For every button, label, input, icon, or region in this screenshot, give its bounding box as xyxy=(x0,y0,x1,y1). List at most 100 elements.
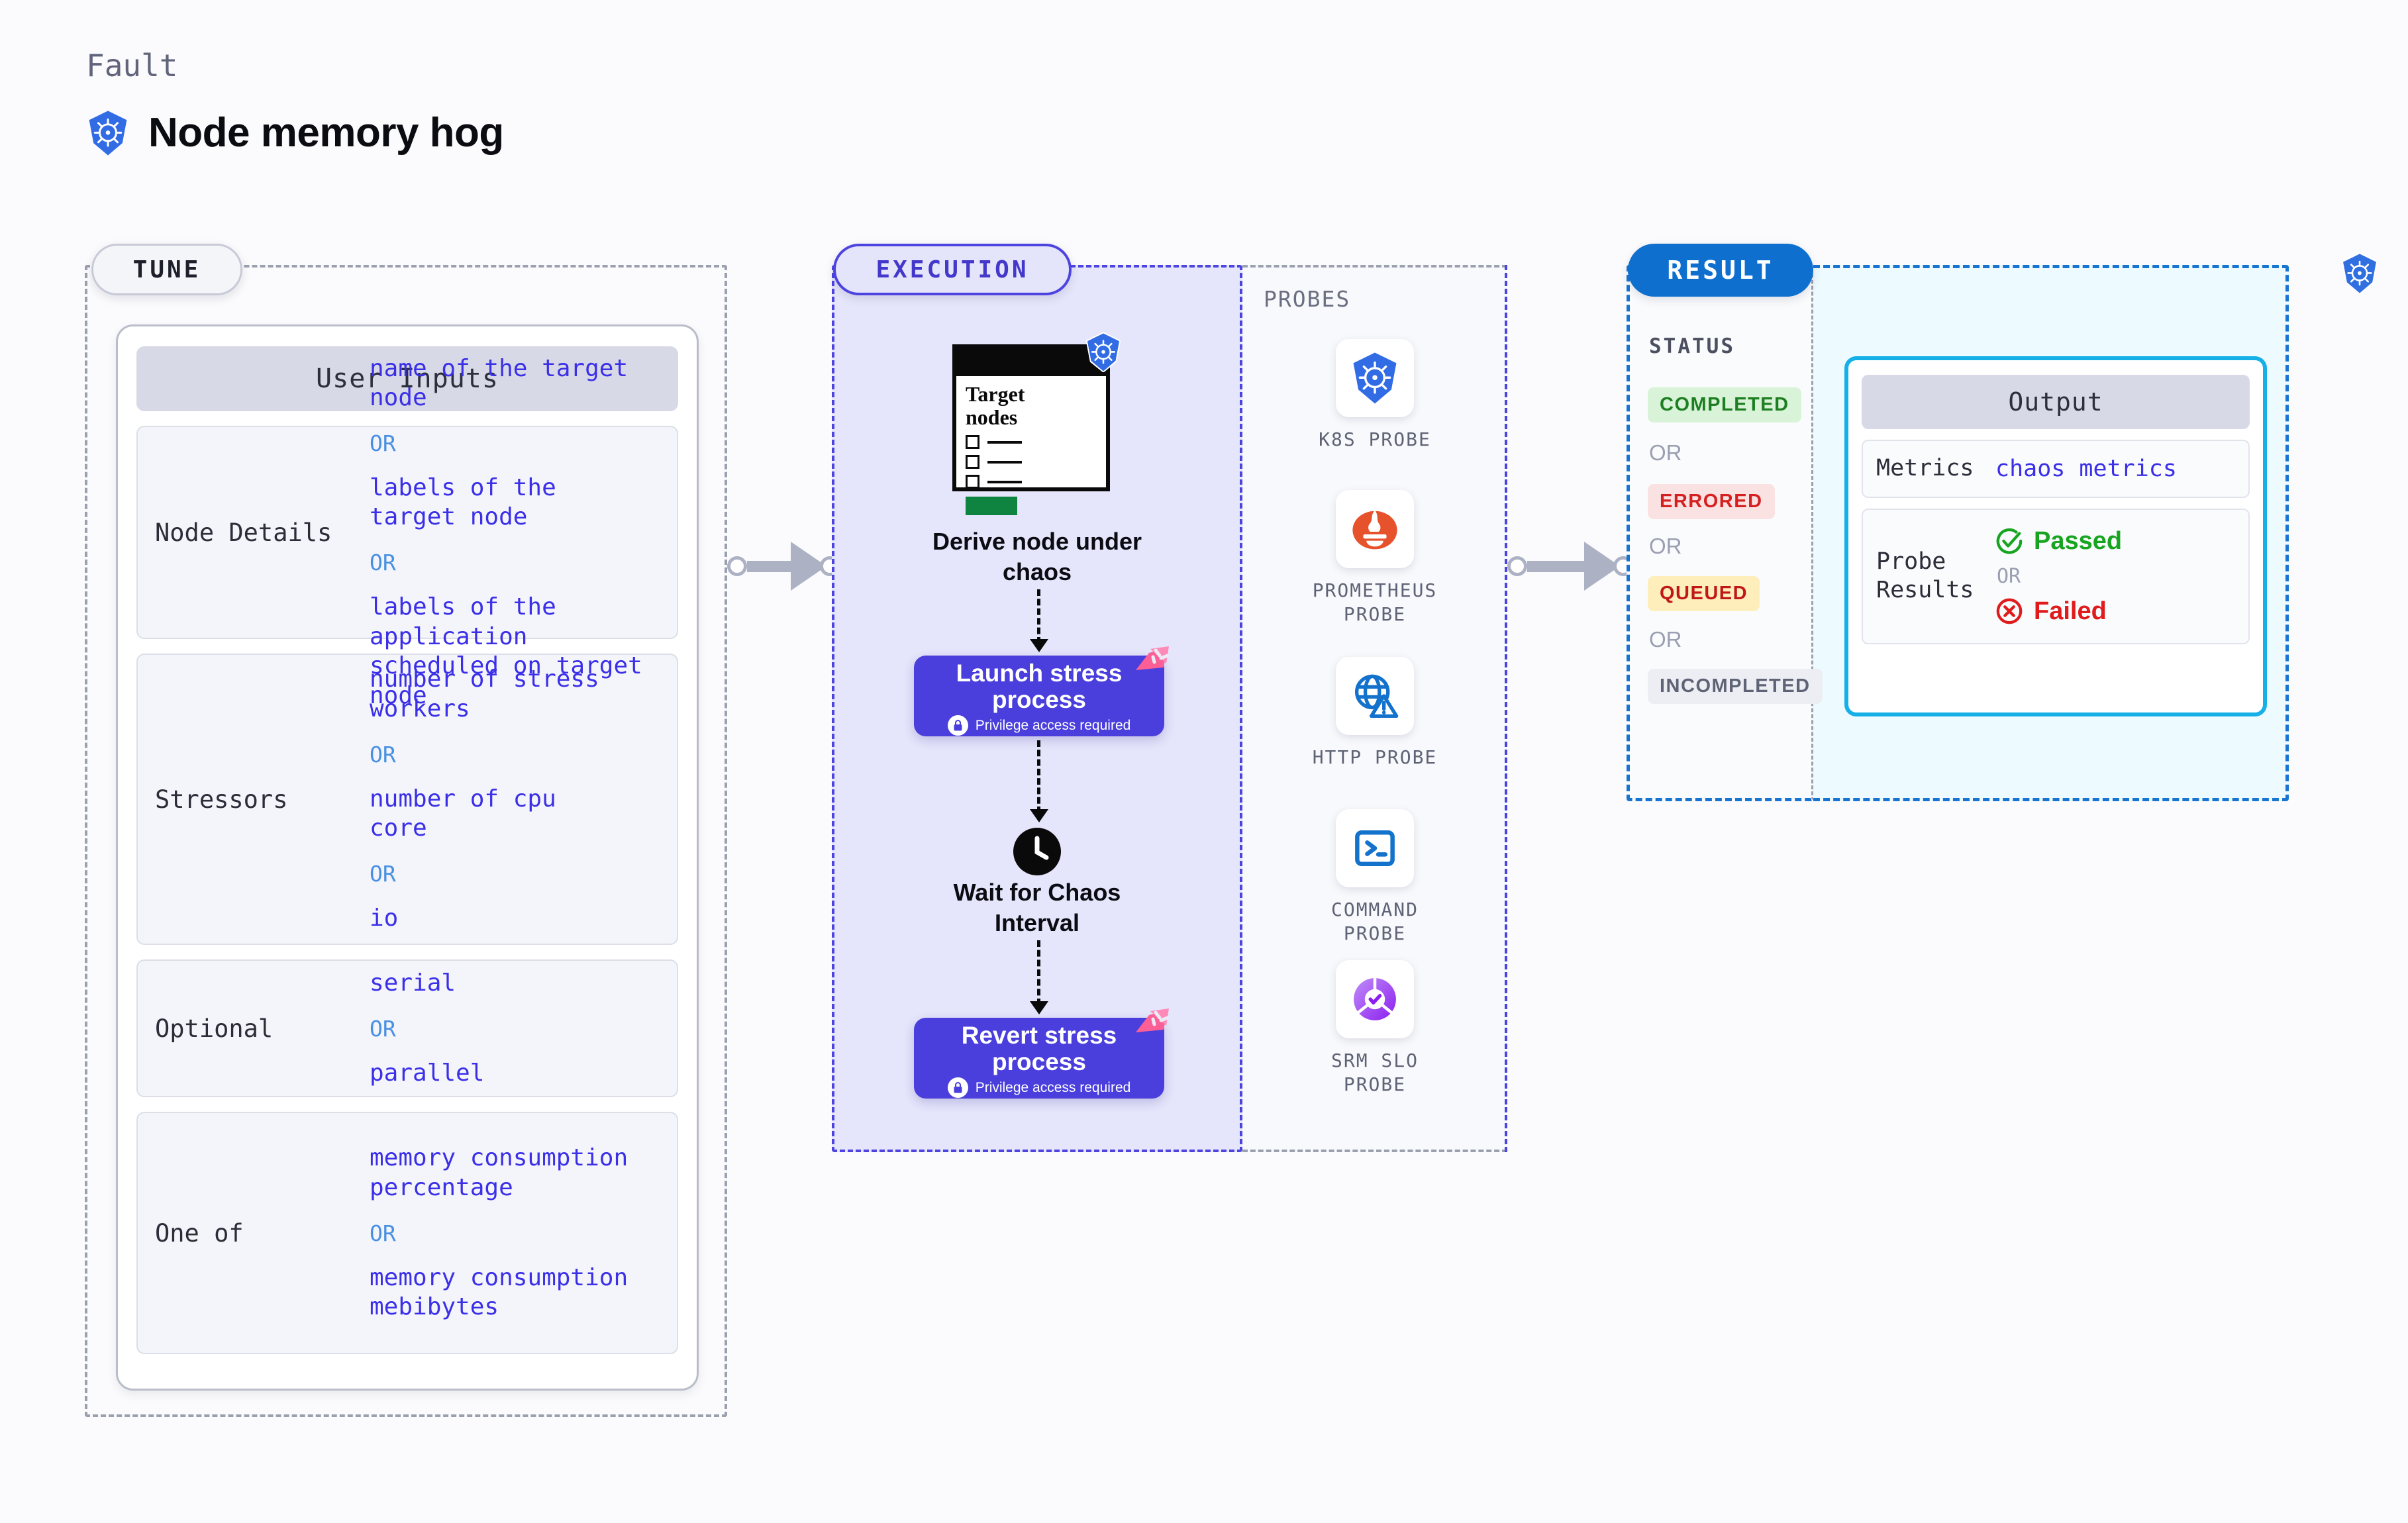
party-popper-icon xyxy=(1133,646,1172,685)
status-badge: ERRORED xyxy=(1648,484,1775,519)
placeholder-line xyxy=(987,440,1022,444)
tune-row: Node Details name of the target node OR … xyxy=(136,355,678,709)
user-inputs-title: User Inputs xyxy=(136,346,678,411)
privilege-note-text: Privilege access required xyxy=(975,1079,1131,1095)
status-badge: COMPLETED xyxy=(1648,387,1801,422)
checkbox-icon xyxy=(966,435,979,450)
check-circle-icon xyxy=(1996,528,2023,554)
probe-label: HTTP PROBE xyxy=(1312,746,1438,768)
process-title: Revert stress process xyxy=(961,1021,1117,1075)
connector-start-dot xyxy=(727,556,747,576)
process-title: Launch stress process xyxy=(956,659,1123,713)
execution-section-pill[interactable]: EXECUTION xyxy=(833,244,1072,295)
page-title: Node memory hog xyxy=(148,110,504,156)
kubernetes-icon xyxy=(1085,332,1122,372)
tune-section-pill[interactable]: TUNE xyxy=(91,244,242,295)
probe-failed-label: Failed xyxy=(2034,597,2107,625)
status-separator: OR xyxy=(1649,627,1682,652)
tune-value: number of stress workers xyxy=(370,665,599,723)
result-section-pill[interactable]: RESULT xyxy=(1628,244,1813,297)
terminal-icon xyxy=(1355,830,1395,866)
x-circle-icon xyxy=(1996,598,2023,624)
revert-stress-process-box[interactable]: Revert stress process Privilege access r… xyxy=(914,1008,1170,1099)
lock-icon xyxy=(947,715,968,736)
user-inputs-card: User Inputs Node Details name of the tar… xyxy=(116,324,699,1391)
connector-start-dot xyxy=(1507,556,1527,576)
kubernetes-icon xyxy=(1353,352,1397,404)
target-node-item xyxy=(966,435,1097,450)
connector-execution-result xyxy=(1507,542,1633,591)
target-nodes-card: Target nodes xyxy=(952,344,1110,516)
tune-value: name of the target node xyxy=(370,354,628,412)
probe-item-command[interactable]: COMMAND PROBE xyxy=(1276,809,1474,946)
flow-connector xyxy=(1037,740,1040,813)
metrics-value: chaos metrics xyxy=(1995,455,2177,482)
status-separator: OR xyxy=(1649,440,1682,465)
privilege-note-text: Privilege access required xyxy=(975,717,1131,733)
tune-value: labels of the target node xyxy=(370,473,556,531)
tune-value: labels of the application scheduled on t… xyxy=(370,593,642,709)
probe-label: PROMETHEUS PROBE xyxy=(1312,579,1438,626)
tune-row-label: Optional xyxy=(155,1014,274,1043)
probe-passed-row: Passed xyxy=(1995,527,2248,556)
tune-value: parallel xyxy=(370,1059,485,1087)
probe-tile xyxy=(1336,490,1414,568)
prometheus-icon xyxy=(1352,510,1397,550)
flow-arrowhead xyxy=(1030,1001,1048,1014)
flow-connector xyxy=(1037,940,1040,1005)
probe-item-srm-slo[interactable]: SRM SLO PROBE xyxy=(1276,960,1474,1097)
placeholder-line xyxy=(987,480,1022,483)
tune-row-label: One of xyxy=(155,1218,244,1248)
probe-label: COMMAND PROBE xyxy=(1330,899,1419,945)
flow-arrowhead xyxy=(1030,639,1048,652)
metrics-label: Metrics xyxy=(1876,455,1974,481)
tune-row-label: Node Details xyxy=(155,518,332,547)
probe-label: SRM SLO PROBE xyxy=(1330,1050,1419,1096)
lock-icon xyxy=(947,1077,968,1099)
status-separator: OR xyxy=(1649,534,1682,558)
tune-value: memory consumption mebibytes xyxy=(370,1263,628,1321)
tune-row: Stressors number of stress workers OR nu… xyxy=(136,654,678,945)
probe-label: K8S PROBE xyxy=(1319,428,1431,450)
checkbox-icon xyxy=(966,455,979,469)
connector-line xyxy=(1527,560,1585,572)
probe-tile xyxy=(1336,657,1414,735)
output-card: Output Metrics chaos metrics Probe Resul… xyxy=(1844,356,2267,716)
output-title: Output xyxy=(1862,375,2250,429)
tune-separator: OR xyxy=(370,1015,396,1042)
privilege-note: Privilege access required xyxy=(947,1077,1131,1099)
probe-passed-label: Passed xyxy=(2034,526,2123,555)
party-popper-icon xyxy=(1133,1008,1172,1047)
globe-warning-icon xyxy=(1354,674,1399,718)
probes-label: PROBES xyxy=(1264,286,1351,312)
probe-item-http[interactable]: HTTP PROBE xyxy=(1276,657,1474,769)
selected-node-bar xyxy=(966,497,1017,516)
tune-separator: OR xyxy=(370,741,396,767)
kubernetes-icon xyxy=(2340,253,2379,294)
kubernetes-icon xyxy=(86,110,130,156)
flow-arrowhead xyxy=(1030,809,1048,822)
metrics-row: Metrics chaos metrics xyxy=(1862,440,2250,498)
launch-stress-process-box[interactable]: Launch stress process Privilege access r… xyxy=(914,646,1170,736)
probe-item-prometheus[interactable]: PROMETHEUS PROBE xyxy=(1276,490,1474,627)
tune-separator: OR xyxy=(370,430,396,456)
probes-right-border xyxy=(1505,265,1510,1152)
tune-value: serial xyxy=(370,969,456,997)
probe-results-label: Probe Results xyxy=(1876,548,1974,604)
tune-separator: OR xyxy=(370,1220,396,1246)
fault-eyebrow-label: Fault xyxy=(86,48,178,83)
tune-row: Optional serial OR parallel xyxy=(136,959,678,1097)
connector-tune-execution xyxy=(727,542,840,591)
clock-icon xyxy=(1012,826,1062,879)
probe-tile xyxy=(1336,339,1414,417)
probe-tile xyxy=(1336,809,1414,887)
status-label: STATUS xyxy=(1649,334,1735,358)
tune-value: number of cpu core xyxy=(370,785,556,842)
placeholder-line xyxy=(987,460,1022,464)
target-nodes-titlebar xyxy=(956,348,1106,376)
target-node-item xyxy=(966,475,1097,489)
probe-item-k8s[interactable]: K8S PROBE xyxy=(1276,339,1474,452)
probe-results-row: Probe Results Passed OR Failed xyxy=(1862,508,2250,644)
tune-separator: OR xyxy=(370,860,396,887)
tune-region xyxy=(85,265,727,1417)
